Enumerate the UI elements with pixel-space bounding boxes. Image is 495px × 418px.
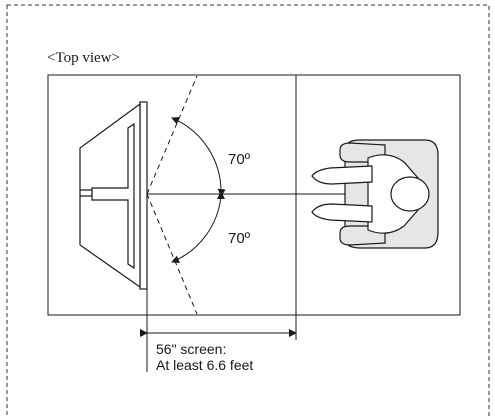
angle-label-lower: 70º: [228, 230, 251, 247]
dashed-frame: [6, 4, 490, 418]
tv-top-view: [79, 101, 148, 290]
screen-size-label: 56" screen:: [156, 341, 226, 357]
viewing-angle-line-upper: [146, 75, 198, 195]
viewer-in-chair: [311, 139, 439, 249]
viewing-angle-line-lower: [146, 193, 198, 315]
angle-label-upper: 70º: [228, 151, 251, 168]
angle-arc-lower: [171, 188, 226, 264]
room-outline: [47, 74, 461, 316]
distance-label: At least 6.6 feet: [156, 357, 253, 373]
view-label: <Top view>: [47, 50, 120, 66]
angle-arc-upper: [171, 117, 225, 200]
